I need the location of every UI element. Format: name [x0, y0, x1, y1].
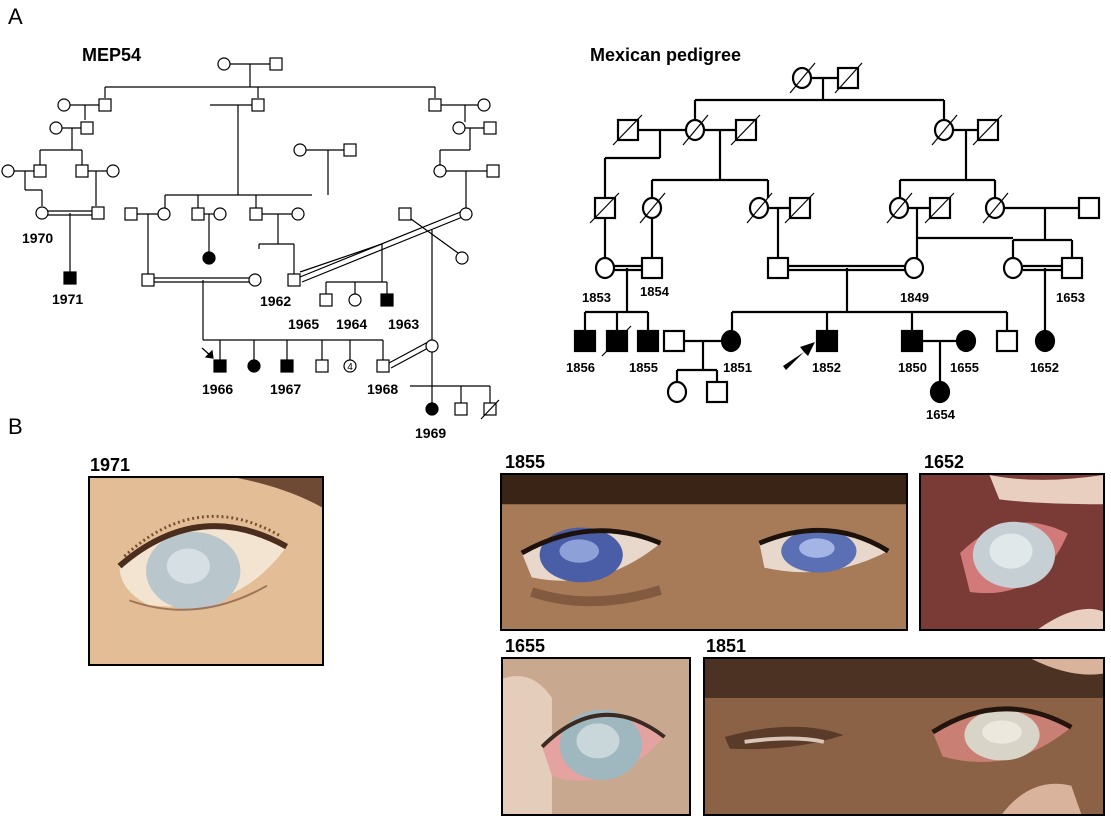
id-1855: 1855	[629, 360, 658, 375]
id-1970: 1970	[22, 230, 53, 246]
id-1854: 1854	[640, 284, 670, 299]
id-1850: 1850	[898, 360, 927, 375]
id-1971: 1971	[52, 291, 83, 307]
id-1966: 1966	[202, 381, 233, 397]
id-1853: 1853	[582, 290, 611, 305]
id-1963: 1963	[388, 316, 419, 332]
id-1652: 1652	[1030, 360, 1059, 375]
sibcount-label: 4	[347, 362, 353, 373]
id-1967: 1967	[270, 381, 301, 397]
mep54-ids: 1970 1971 1962 1965 1964 1963 1966 1967 …	[22, 230, 446, 441]
photo-label-1855: 1855	[505, 452, 546, 472]
id-1856: 1856	[566, 360, 595, 375]
id-1852: 1852	[812, 360, 841, 375]
photo-label-1655: 1655	[505, 636, 546, 656]
id-1965: 1965	[288, 316, 319, 332]
eye-photo-1971	[88, 476, 324, 666]
eye-photo-1655	[501, 657, 691, 816]
photo-label-1652: 1652	[924, 452, 965, 472]
pedigree-title-mep54: MEP54	[82, 45, 142, 65]
pedigree-title-mexican: Mexican pedigree	[590, 45, 742, 65]
photo-label-1971: 1971	[90, 455, 131, 475]
photo-label-1851: 1851	[706, 636, 747, 656]
mexican-ids: 1853 1854 1849 1653 1856 1855 1851 1852 …	[566, 284, 1085, 422]
id-1655: 1655	[950, 360, 979, 375]
panel-letter-a: A	[8, 4, 23, 29]
pedigree-mep54	[1, 57, 500, 420]
eye-photo-1851	[703, 657, 1105, 816]
id-1849: 1849	[900, 290, 929, 305]
id-1654: 1654	[926, 407, 956, 422]
panel-letter-b: B	[8, 414, 23, 439]
eye-photo-1855	[500, 473, 908, 631]
eye-photo-1652	[919, 473, 1105, 631]
id-1962: 1962	[260, 293, 291, 309]
pedigree-diagrams: 4 1970 1971 1962 1965 1964 1963 1966 196…	[1, 57, 1101, 441]
id-1969: 1969	[415, 425, 446, 441]
id-1851: 1851	[723, 360, 752, 375]
id-1653: 1653	[1056, 290, 1085, 305]
id-1968: 1968	[367, 381, 398, 397]
id-1964: 1964	[336, 316, 367, 332]
pedigree-mexican	[573, 62, 1101, 404]
